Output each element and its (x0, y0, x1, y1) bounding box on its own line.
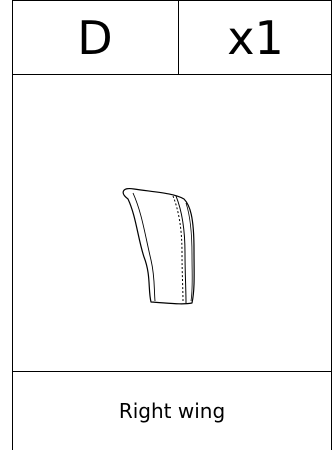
card-header: D x1 (12, 0, 332, 75)
part-caption: Right wing (118, 399, 226, 423)
part-letter: D (12, 1, 179, 74)
part-card (12, 0, 332, 450)
right-wing-part-icon (122, 188, 195, 305)
part-illustration (12, 75, 332, 372)
part-quantity: x1 (227, 10, 284, 65)
